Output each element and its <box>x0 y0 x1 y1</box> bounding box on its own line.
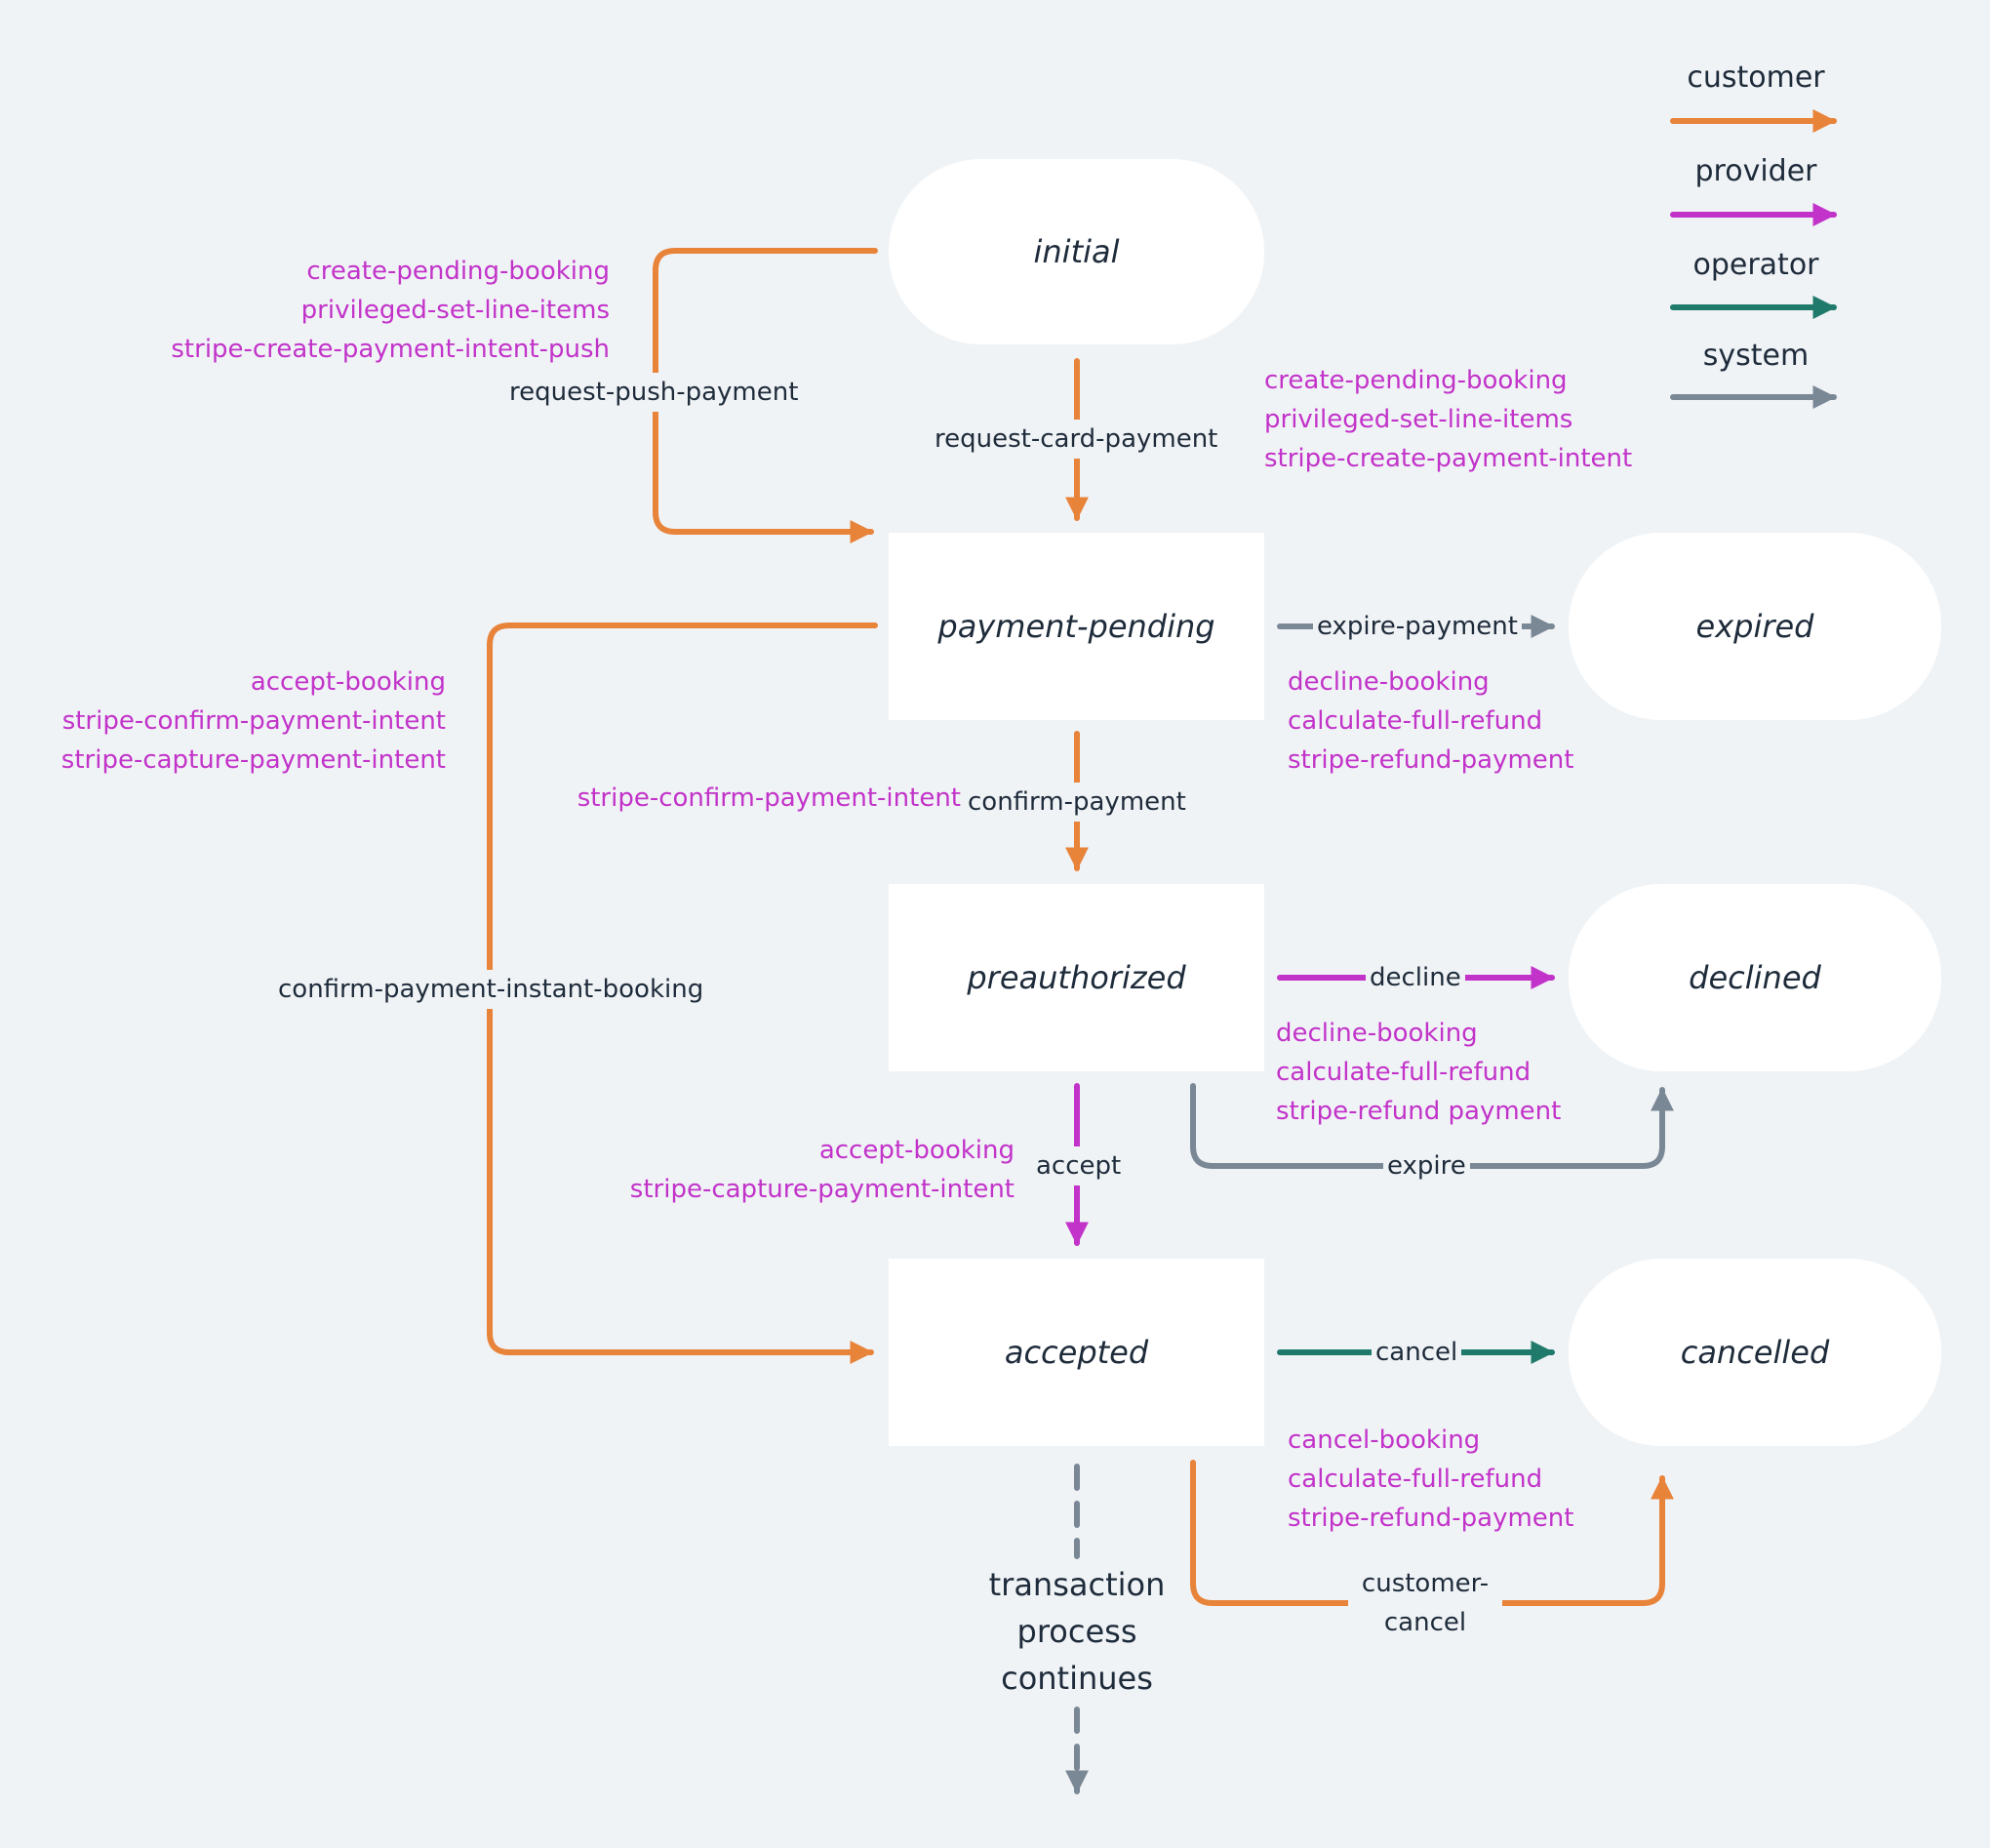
action-item: stripe-capture-payment-intent <box>629 1175 1015 1204</box>
action-item: stripe-refund-payment <box>1288 1504 1574 1533</box>
action-item: calculate-full-refund <box>1288 706 1543 736</box>
actions-cancel: cancel-booking calculate-full-refund str… <box>1288 1421 1573 1538</box>
actions-decline: decline-booking calculate-full-refund st… <box>1276 1014 1561 1131</box>
transition-confirm-payment: confirm-payment <box>964 783 1190 822</box>
state-expired: expired <box>1569 533 1941 720</box>
state-accepted: accepted <box>889 1259 1264 1446</box>
action-item: privileged-set-line-items <box>300 296 610 325</box>
transition-request-card-payment: request-card-payment <box>931 420 1222 459</box>
legend-customer-label: customer <box>1687 60 1825 95</box>
legend-operator-label: operator <box>1692 248 1819 282</box>
action-item: stripe-capture-payment-intent <box>60 745 446 775</box>
actions-instant-booking: accept-booking stripe-confirm-payment-in… <box>39 663 446 780</box>
action-item: stripe-confirm-payment-intent <box>61 706 446 736</box>
transition-decline: decline <box>1366 958 1465 997</box>
actions-card-payment: create-pending-booking privileged-set-li… <box>1264 361 1632 478</box>
legend-system-label: system <box>1702 339 1810 373</box>
transition-accept: accept <box>1032 1146 1126 1185</box>
state-initial: initial <box>889 159 1264 344</box>
action-item: calculate-full-refund <box>1276 1058 1532 1087</box>
continues-line-2: process <box>1016 1613 1137 1650</box>
state-preauthorized: preauthorized <box>889 884 1264 1071</box>
action-item: stripe-refund-payment <box>1288 745 1574 775</box>
transition-request-push-payment: request-push-payment <box>505 373 803 412</box>
action-item: stripe-refund payment <box>1276 1097 1562 1126</box>
continues-line-1: transaction <box>988 1566 1166 1603</box>
state-declined: declined <box>1569 884 1941 1071</box>
customer-cancel-line-2: cancel <box>1383 1608 1467 1637</box>
transition-confirm-payment-instant-booking: confirm-payment-instant-booking <box>274 970 708 1009</box>
state-payment-pending: payment-pending <box>889 533 1264 720</box>
transition-cancel: cancel <box>1372 1333 1462 1372</box>
action-item: decline-booking <box>1288 667 1490 697</box>
action-item: calculate-full-refund <box>1288 1465 1543 1494</box>
actions-confirm-payment: stripe-confirm-payment-intent <box>546 779 961 818</box>
customer-cancel-line-1: customer- <box>1361 1569 1490 1598</box>
transition-customer-cancel: customer- cancel <box>1348 1564 1502 1642</box>
actions-accept: accept-booking stripe-capture-payment-in… <box>585 1131 1015 1209</box>
transition-expire: expire <box>1383 1146 1470 1185</box>
action-item: privileged-set-line-items <box>1264 405 1573 434</box>
transaction-continues-note: transaction process continues <box>960 1561 1194 1702</box>
action-item: create-pending-booking <box>306 257 610 286</box>
action-item: stripe-create-payment-intent-push <box>171 335 610 364</box>
action-item: decline-booking <box>1276 1019 1478 1048</box>
state-cancelled: cancelled <box>1569 1259 1941 1446</box>
actions-expire-payment: decline-booking calculate-full-refund st… <box>1288 663 1573 780</box>
action-item: cancel-booking <box>1288 1426 1481 1455</box>
action-item: accept-booking <box>250 667 446 697</box>
action-item: stripe-create-payment-intent <box>1264 444 1633 473</box>
transition-expire-payment: expire-payment <box>1313 607 1522 646</box>
action-item: stripe-confirm-payment-intent <box>577 783 961 813</box>
action-item: accept-booking <box>818 1136 1015 1165</box>
action-item: create-pending-booking <box>1264 366 1568 395</box>
actions-push-payment: create-pending-booking privileged-set-li… <box>146 252 610 369</box>
continues-line-3: continues <box>1001 1660 1153 1697</box>
legend-provider-label: provider <box>1694 154 1817 188</box>
